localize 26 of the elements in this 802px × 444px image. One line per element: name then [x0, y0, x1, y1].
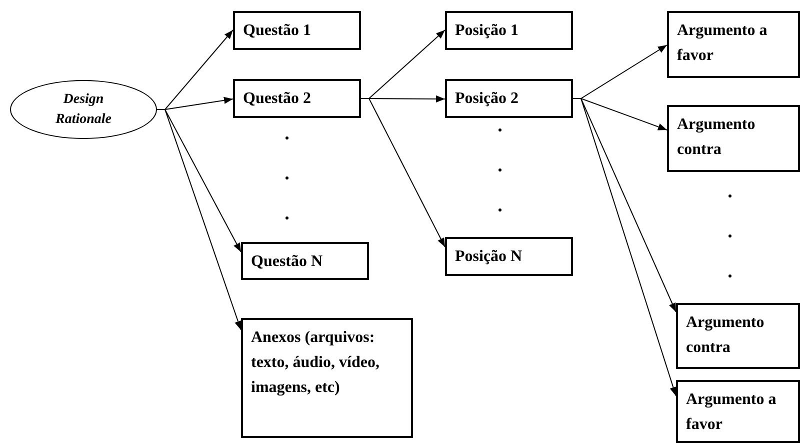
text-box	[667, 11, 800, 78]
arrow	[156, 109, 242, 330]
text-box	[241, 318, 413, 438]
box-label: Questão 2	[243, 89, 312, 109]
arrow	[360, 98, 446, 248]
arrow	[572, 98, 677, 396]
text-box	[676, 380, 800, 443]
text-box	[241, 242, 369, 280]
box-label: Argumento a favor	[677, 21, 768, 66]
box-label: Questão 1	[243, 21, 312, 41]
box-label: Anexos (arquivos: texto, áudio, vídeo, imagens, etc)	[251, 328, 380, 398]
text-box	[233, 11, 361, 50]
box-label: Argumento contra	[686, 313, 766, 358]
box-label: Posição N	[455, 247, 524, 267]
box-label: Argumento a favor	[686, 390, 778, 435]
text-box	[667, 105, 800, 172]
box-label: Argumento contra	[677, 115, 756, 160]
text-box	[445, 237, 573, 276]
text-box	[445, 79, 573, 118]
box-label: Posição 1	[455, 21, 520, 41]
text-box	[445, 11, 573, 50]
ellipse-label: Design Rationale	[54, 90, 112, 128]
text-box	[676, 303, 800, 369]
box-label: Questão N	[251, 252, 324, 272]
text-box	[233, 79, 361, 118]
box-label: Posição 2	[455, 89, 520, 109]
